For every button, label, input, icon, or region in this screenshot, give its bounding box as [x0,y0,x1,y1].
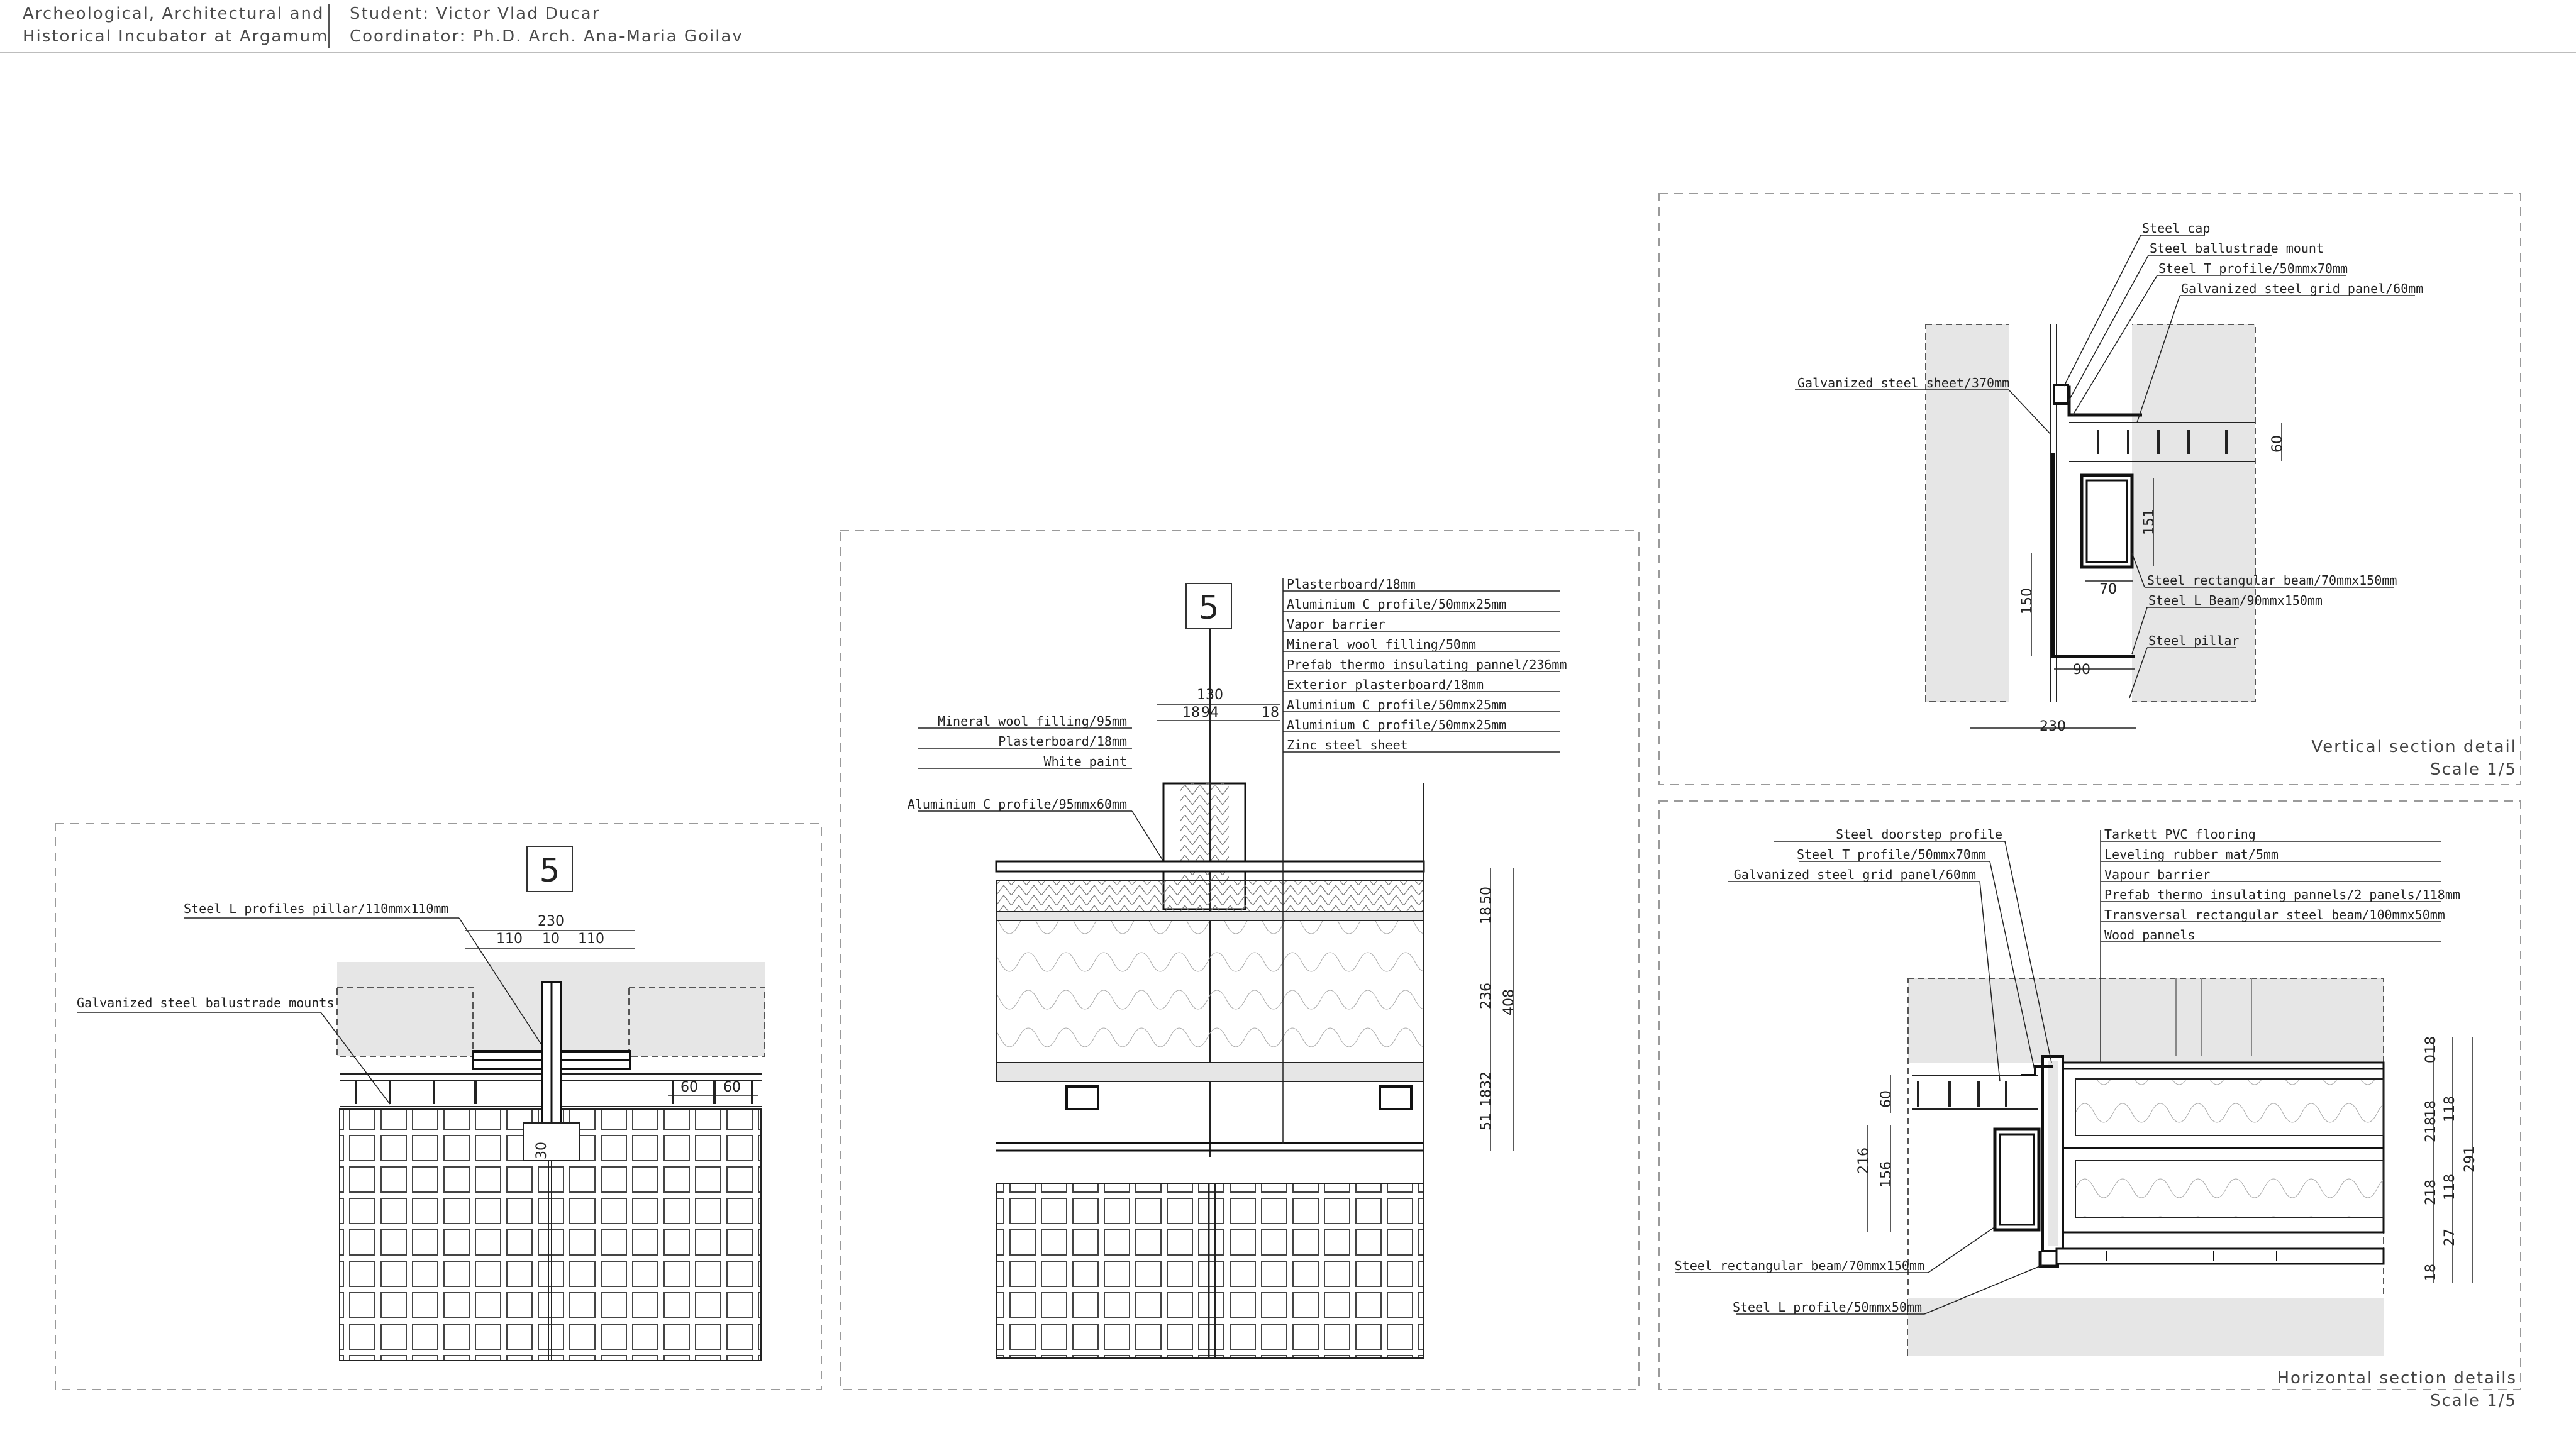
label-alu-c-2: Aluminium C profile/50mmx25mm [1287,697,1506,712]
detail-vertical-section: Steel cap Steel ballustrade mount Steel … [1658,193,2521,785]
dim-60-h: 60 [1879,1090,1894,1108]
detail-horizontal-section: Steel doorstep profile Steel T profile/5… [1658,800,2521,1410]
section-tag-box [526,846,573,892]
dim-60-vert: 60 [2270,435,2285,453]
label-galv-sheet: Galvanized steel sheet/370mm [1797,375,2009,390]
detail-vertical-frame [1658,193,2521,785]
dim-110-right: 110 [578,931,604,947]
label-mineral-wool-95: Mineral wool filling/95mm [938,714,1127,729]
dim-10: 10 [542,931,560,947]
label-ext-plasterboard: Exterior plasterboard/18mm [1287,677,1484,692]
label-steel-l-pillar: Steel L profiles pillar/110mmx110mm [184,901,448,916]
dim-70: 70 [2099,582,2117,597]
dim-h-2-a: 2 [2423,1134,2439,1142]
dim-h-0: 0 [2423,1054,2439,1063]
label-steel-pillar: Steel pillar [2148,633,2240,648]
dim-18-side: 18 [1479,907,1494,924]
student-name: Student: Victor Vlad Ducar [350,4,601,23]
dim-h-18-b: 18 [2423,1117,2439,1134]
label-alu-c-95: Aluminium C profile/95mmx60mm [908,797,1127,812]
label-prefab-panels: Prefab thermo insulating pannels/2 panel… [2104,887,2460,902]
dim-408: 408 [1501,989,1517,1015]
caption-vertical: Vertical section detail [2311,738,2517,756]
dim-216: 216 [1856,1147,1872,1174]
detail-horizontal-frame [1658,800,2521,1390]
dim-94: 94 [1201,705,1219,721]
detail-middle-section: 5 Plasterboard/18mm [840,530,1640,1390]
project-title-line-1: Archeological, Architectural and [23,4,325,23]
label-rect-beam-h: Steel rectangular beam/70mmx150mm [1675,1258,1924,1273]
label-rect-beam: Steel rectangular beam/70mmx150mm [2147,573,2397,588]
detail-middle-frame [840,530,1640,1390]
title-block-header: Archeological, Architectural and Histori… [0,0,2576,53]
label-alu-c-3: Aluminium C profile/50mmx25mm [1287,717,1506,732]
dim-h-291: 291 [2462,1146,2478,1173]
dim-18-b: 18 [1262,705,1279,721]
dim-60-b: 60 [723,1080,741,1095]
dim-h-18-a: 18 [2423,1100,2439,1118]
label-plasterboard-18: Plasterboard/18mm [998,734,1127,749]
dim-h-18-bottom: 18 [2423,1264,2439,1281]
label-plasterboard: Plasterboard/18mm [1287,577,1416,592]
label-leveling-mat: Leveling rubber mat/5mm [2104,847,2279,862]
scale-vertical: Scale 1/5 [2430,760,2517,779]
label-grid-panel: Galvanized steel grid panel/60mm [2181,281,2423,296]
dim-230-vert: 230 [2040,719,2066,734]
label-t-profile: Steel T profile/50mmx70mm [2158,261,2348,276]
dim-156: 156 [1879,1161,1894,1188]
project-title-line-2: Historical Incubator at Argamum [23,27,329,46]
dim-150: 150 [2019,588,2035,614]
dim-230: 230 [538,914,564,929]
dim-60-a: 60 [680,1080,698,1095]
dim-90: 90 [2073,662,2090,678]
dim-h-27: 27 [2442,1229,2458,1246]
label-wood-panels: Wood pannels [2104,927,2196,942]
label-t-profile-h: Steel T profile/50mmx70mm [1797,847,1986,862]
coordinator-name: Coordinator: Ph.D. Arch. Ana-Maria Goila… [350,27,743,46]
label-vapor: Vapor barrier [1287,617,1385,632]
dim-151: 151 [2141,509,2157,535]
caption-horizontal: Horizontal section details [2277,1369,2517,1388]
label-doorstep-profile: Steel doorstep profile [1836,827,2002,842]
label-mineral-wool: Mineral wool filling/50mm [1287,637,1476,652]
label-vapour-barrier: Vapour barrier [2104,867,2211,882]
dim-30: 30 [534,1142,550,1159]
section-tag: 5 [539,852,560,890]
label-grid-panel-h: Galvanized steel grid panel/60mm [1734,867,1976,882]
dim-50: 50 [1479,887,1494,904]
dim-236: 236 [1479,983,1494,1009]
dim-h-18-c: 18 [2423,1180,2439,1197]
dim-h-118-b: 118 [2442,1174,2458,1200]
label-l-beam: Steel L Beam/90mmx150mm [2148,593,2323,608]
dim-h-2-b: 2 [2423,1197,2439,1205]
label-ballustrade-mount: Steel ballustrade mount [2150,241,2324,256]
section-tag-middle: 5 [1198,589,1219,627]
dim-130: 130 [1197,687,1223,703]
scale-horizontal: Scale 1/5 [2430,1391,2517,1410]
label-tarkett: Tarkett PVC flooring [2104,827,2256,842]
label-transversal-beam: Transversal rectangular steel beam/100mm… [2104,907,2445,922]
label-white-paint: White paint [1044,754,1127,769]
dim-51: 51 [1479,1113,1494,1130]
dim-18-lower: 18 [1479,1089,1494,1107]
dim-h-118-a: 118 [2442,1096,2458,1122]
dim-110-left: 110 [496,931,523,947]
dim-32: 32 [1479,1071,1494,1089]
detail-left-frame [55,823,822,1390]
label-steel-cap: Steel cap [2142,221,2210,236]
label-balustrade-mounts: Galvanized steel balustrade mounts [77,995,334,1010]
label-l-profile-h: Steel L profile/50mmx50mm [1733,1300,1922,1315]
dim-18-a: 18 [1182,705,1200,721]
header-divider [328,4,330,48]
dim-h-18-top: 18 [2423,1036,2439,1054]
detail-left-plan: 5 Steel L profiles pillar/110mmx110mm Ga… [55,823,822,1390]
label-alu-c-1: Aluminium C profile/50mmx25mm [1287,597,1506,612]
label-zinc-sheet: Zinc steel sheet [1287,738,1408,753]
label-prefab-panel: Prefab thermo insulating pannel/236mm [1287,657,1567,672]
